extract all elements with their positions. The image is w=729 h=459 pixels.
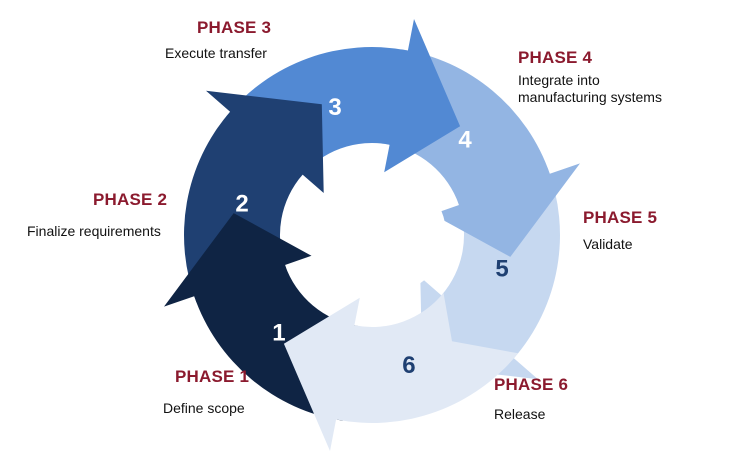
phase-1-title: PHASE 1: [175, 367, 250, 386]
phase-5-label: PHASE 5 Validate: [583, 208, 657, 253]
phase-1-label: PHASE 1 Define scope: [163, 367, 249, 417]
phase-5-title: PHASE 5: [583, 208, 658, 227]
phase-5-description: Validate: [583, 236, 633, 252]
phase-6-title: PHASE 6: [494, 375, 569, 394]
phase-2-title: PHASE 2: [93, 190, 168, 209]
phase-6-arrow: [283, 292, 519, 451]
phase-3-label: PHASE 3 Execute transfer: [165, 18, 271, 62]
phase-6-number: 6: [402, 352, 415, 379]
center-hub: [326, 174, 446, 294]
phase-4-title: PHASE 4: [518, 48, 593, 67]
phase-1-number: 1: [272, 319, 285, 346]
phase-6-label: PHASE 6 Release: [494, 375, 568, 423]
phase-5-number: 5: [495, 255, 508, 282]
phase-6-description: Release: [494, 406, 546, 422]
phase-2-label: PHASE 2 Finalize requirements: [27, 190, 273, 240]
phase-3-description: Execute transfer: [165, 45, 267, 61]
phase-2-number: 2: [235, 191, 248, 218]
phase-2-description: Finalize requirements: [27, 223, 161, 239]
phase-3-number: 3: [328, 94, 341, 121]
phase-4-description: Integrate into manufacturing systems: [518, 72, 662, 105]
phase-3-title: PHASE 3: [197, 18, 272, 37]
phase-4-label: PHASE 4 Integrate into manufacturing sys…: [518, 48, 708, 106]
phase-3-arrow: [225, 19, 461, 178]
phase-1-description: Define scope: [163, 400, 245, 416]
phase-4-number: 4: [458, 127, 472, 154]
